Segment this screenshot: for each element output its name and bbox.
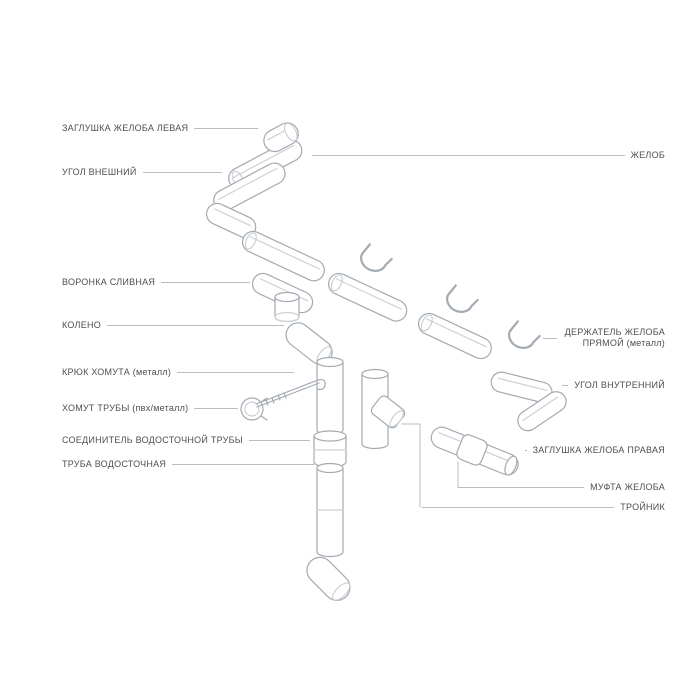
label-gutter-endcap-right: ЗАГЛУШКА ЖЕЛОБА ПРАВАЯ bbox=[525, 444, 665, 456]
label-corner-inner: УГОЛ ВНУТРЕННИЙ bbox=[562, 379, 665, 391]
part-downpipe-connector bbox=[313, 430, 347, 468]
leader-line bbox=[194, 127, 258, 129]
label-downpipe: ТРУБА ВОДОСТОЧНАЯ bbox=[62, 458, 314, 470]
part-corner-outer bbox=[205, 162, 286, 239]
label-text: УГОЛ ВНЕШНИЙ bbox=[62, 167, 137, 177]
label-text: ВОРОНКА СЛИВНАЯ bbox=[62, 277, 156, 287]
label-gutter: ЖЕЛОБ bbox=[312, 149, 665, 161]
label-text: ХОМУТ ТРУБЫ (пвх/металл) bbox=[62, 403, 189, 413]
leader-line bbox=[458, 486, 585, 488]
part-pipe-clamp bbox=[240, 397, 268, 421]
part-funnel bbox=[251, 272, 314, 323]
part-gutter-section-3 bbox=[417, 312, 492, 360]
label-corner-outer: УГОЛ ВНЕШНИЙ bbox=[62, 166, 222, 178]
part-corner-inner bbox=[490, 371, 567, 432]
label-elbow: КОЛЕНО bbox=[62, 319, 284, 331]
leader-line bbox=[194, 407, 238, 409]
label-text: УГОЛ ВНУТРЕННИЙ bbox=[574, 380, 665, 390]
part-pipe-upper bbox=[316, 356, 344, 436]
label-text: ДЕРЖАТЕЛЬ ЖЕЛОБА ПРЯМОЙ (металл) bbox=[564, 327, 665, 348]
leader-line bbox=[172, 463, 314, 465]
label-tee: ТРОЙНИК bbox=[422, 501, 665, 513]
part-gutter-bracket-1 bbox=[360, 243, 393, 272]
label-text: ЖЕЛОБ bbox=[630, 150, 665, 160]
label-downpipe-connector: СОЕДИНИТЕЛЬ ВОДОСТОЧНОЙ ТРУБЫ bbox=[62, 434, 310, 446]
label-text: МУФТА ЖЕЛОБА bbox=[590, 482, 665, 492]
part-gutter-bracket-3 bbox=[508, 320, 541, 349]
leader-line bbox=[161, 281, 250, 283]
part-gutter-bracket-2 bbox=[446, 284, 479, 313]
label-clamp-hook: КРЮК ХОМУТА (металл) bbox=[62, 366, 294, 378]
label-text: СОЕДИНИТЕЛЬ ВОДОСТОЧНОЙ ТРУБЫ bbox=[62, 435, 243, 445]
leader-line bbox=[177, 371, 294, 373]
label-text: ТРОЙНИК bbox=[620, 502, 665, 512]
leader-tee bbox=[401, 423, 421, 508]
label-text: КОЛЕНО bbox=[62, 320, 101, 330]
leader-line bbox=[562, 384, 569, 386]
leader-line bbox=[543, 337, 557, 339]
label-text: ЗАГЛУШКА ЖЕЛОБА ПРАВАЯ bbox=[532, 445, 665, 455]
label-pipe-clamp: ХОМУТ ТРУБЫ (пвх/металл) bbox=[62, 402, 238, 414]
label-gutter-coupling: МУФТА ЖЕЛОБА bbox=[458, 481, 665, 493]
part-gutter-endcap-left bbox=[263, 122, 299, 153]
part-gutter-section-2 bbox=[327, 272, 408, 322]
part-gutter-section-1 bbox=[241, 230, 325, 282]
leader-line bbox=[142, 171, 222, 173]
label-gutter-bracket: ДЕРЖАТЕЛЬ ЖЕЛОБА ПРЯМОЙ (металл) bbox=[543, 327, 665, 349]
part-outlet-elbow bbox=[306, 556, 351, 601]
leader-line bbox=[248, 439, 310, 441]
label-text: ЗАГЛУШКА ЖЕЛОБА ЛЕВАЯ bbox=[62, 123, 189, 133]
label-text: КРЮК ХОМУТА (металл) bbox=[62, 367, 172, 377]
label-funnel: ВОРОНКА СЛИВНАЯ bbox=[62, 276, 250, 288]
part-tee bbox=[361, 368, 406, 450]
label-gutter-endcap-left: ЗАГЛУШКА ЖЕЛОБА ЛЕВАЯ bbox=[62, 122, 258, 134]
part-gutter-coupling bbox=[456, 434, 488, 466]
leader-line bbox=[525, 449, 527, 451]
part-clamp-hook bbox=[255, 378, 326, 408]
part-downpipe bbox=[316, 462, 344, 558]
leader-line bbox=[106, 324, 284, 326]
leader-line bbox=[422, 506, 615, 508]
leader-line bbox=[312, 154, 625, 156]
part-gutter-endcap-right bbox=[504, 455, 518, 476]
label-text: ТРУБА ВОДОСТОЧНАЯ bbox=[62, 459, 167, 469]
